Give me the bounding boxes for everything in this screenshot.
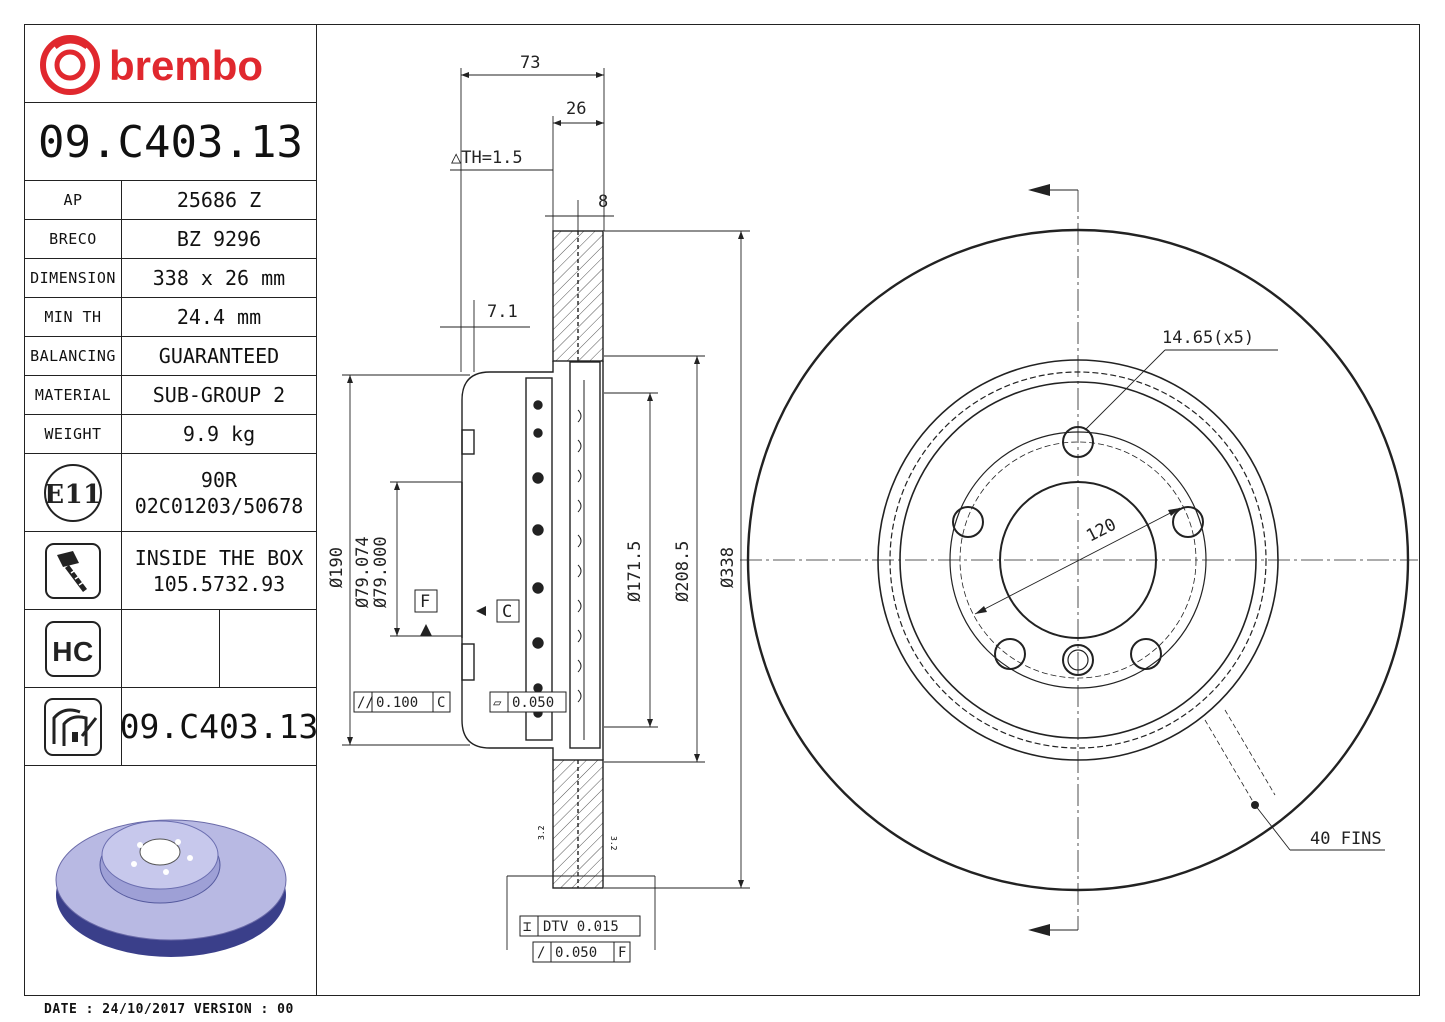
approval-line2: 02C01203/50678 — [134, 493, 304, 518]
hc-row: HC — [25, 610, 316, 688]
svg-text://: // — [357, 695, 374, 711]
dim-offset: 7.1 — [487, 302, 518, 322]
brake-disc-icon — [44, 697, 102, 756]
dim-inner-diameter-1: Ø171.5 — [625, 541, 645, 602]
spec-value: BZ 9296 — [176, 227, 262, 251]
datum-c: C — [502, 602, 512, 622]
dim-inner-diameter-2: Ø208.5 — [673, 541, 693, 602]
spec-value: 9.9 kg — [182, 422, 256, 446]
dim-overall-width: 73 — [520, 53, 540, 73]
tol-flatness: 0.050 — [512, 695, 554, 711]
spec-row-material: MATERIAL SUB-GROUP 2 — [25, 376, 316, 415]
disc-row: 09.C403.13 — [25, 688, 319, 766]
spec-label: DIMENSION — [25, 259, 122, 297]
box-line2: 105.5732.93 — [152, 571, 286, 596]
tol-parallelism-ref: C — [437, 695, 445, 711]
dim-bolt-holes: 14.65(x5) — [1162, 328, 1254, 348]
dim-hat-diameter: Ø190 — [327, 547, 347, 588]
logo-row: brembo — [25, 25, 316, 103]
section-dimensions — [342, 68, 750, 950]
dim-friction-ring: 8 — [598, 192, 608, 212]
tol-runout: 0.050 — [555, 945, 597, 961]
svg-text:▱: ▱ — [493, 695, 502, 711]
svg-text:E11: E11 — [44, 480, 102, 510]
spec-row-balancing: BALANCING GUARANTEED — [25, 337, 316, 376]
box-line1: INSIDE THE BOX — [134, 545, 304, 570]
date-version: DATE : 24/10/2017 VERSION : 00 — [44, 1002, 294, 1017]
title-block: brembo 09.C403.13 AP 25686 Z BRECO BZ 92… — [25, 25, 319, 995]
spec-label: WEIGHT — [25, 415, 122, 453]
approval-line1: 90R — [200, 467, 238, 492]
dim-fins: 40 FINS — [1310, 829, 1382, 849]
tol-dtv: DTV 0.015 — [543, 919, 619, 935]
dim-disc-thickness: 26 — [566, 99, 586, 119]
spec-label: BALANCING — [25, 337, 122, 375]
brand-name: brembo — [109, 42, 263, 89]
hc-icon: HC — [45, 620, 101, 677]
spec-row-ap: AP 25686 Z — [25, 181, 316, 220]
spec-value: GUARANTEED — [158, 344, 280, 368]
section-view — [461, 230, 604, 889]
svg-text:HC: HC — [52, 636, 93, 667]
dim-outer-diameter: Ø338 — [718, 547, 738, 588]
tol-parallelism: 0.100 — [376, 695, 418, 711]
svg-text:⌶: ⌶ — [523, 919, 531, 935]
disc-illustration — [55, 819, 287, 957]
spec-label: MATERIAL — [25, 376, 122, 414]
bottom-part-number: 09.C403.13 — [119, 707, 319, 746]
svg-text:/: / — [537, 945, 545, 961]
datum-f: F — [420, 592, 430, 612]
spec-row-min-th: MIN TH 24.4 mm — [25, 298, 316, 337]
spec-label: AP — [25, 181, 122, 219]
dim-th-tolerance: △TH=1.5 — [451, 148, 523, 168]
spec-label: MIN TH — [25, 298, 122, 336]
approval-row: E11 90R 02C01203/50678 — [25, 454, 316, 532]
box-row: INSIDE THE BOX 105.5732.93 — [25, 532, 316, 610]
screw-icon — [45, 542, 101, 599]
dim-pilot-min: Ø79.000 — [371, 536, 391, 608]
spec-value: 24.4 mm — [176, 305, 262, 329]
brembo-logo: brembo — [40, 35, 263, 95]
spec-value: 25686 Z — [176, 188, 262, 212]
spec-label: BRECO — [25, 220, 122, 258]
chamfer-right: 3.2 — [609, 836, 618, 851]
dim-pilot-max: Ø79.074 — [353, 536, 373, 608]
drawing-frame: brembo 09.C403.13 AP 25686 Z BRECO BZ 92… — [24, 24, 1420, 996]
e-mark-icon: E11 — [44, 463, 102, 522]
spec-value: 338 x 26 mm — [152, 266, 286, 290]
tol-runout-ref: F — [618, 945, 626, 961]
part-number: 09.C403.13 — [38, 117, 303, 168]
spec-row-dimension: DIMENSION 338 x 26 mm — [25, 259, 316, 298]
spec-row-breco: BRECO BZ 9296 — [25, 220, 316, 259]
part-number-row: 09.C403.13 — [25, 103, 316, 181]
spec-row-weight: WEIGHT 9.9 kg — [25, 415, 316, 454]
chamfer-left: 3.2 — [537, 825, 546, 840]
spec-value: SUB-GROUP 2 — [152, 383, 286, 407]
